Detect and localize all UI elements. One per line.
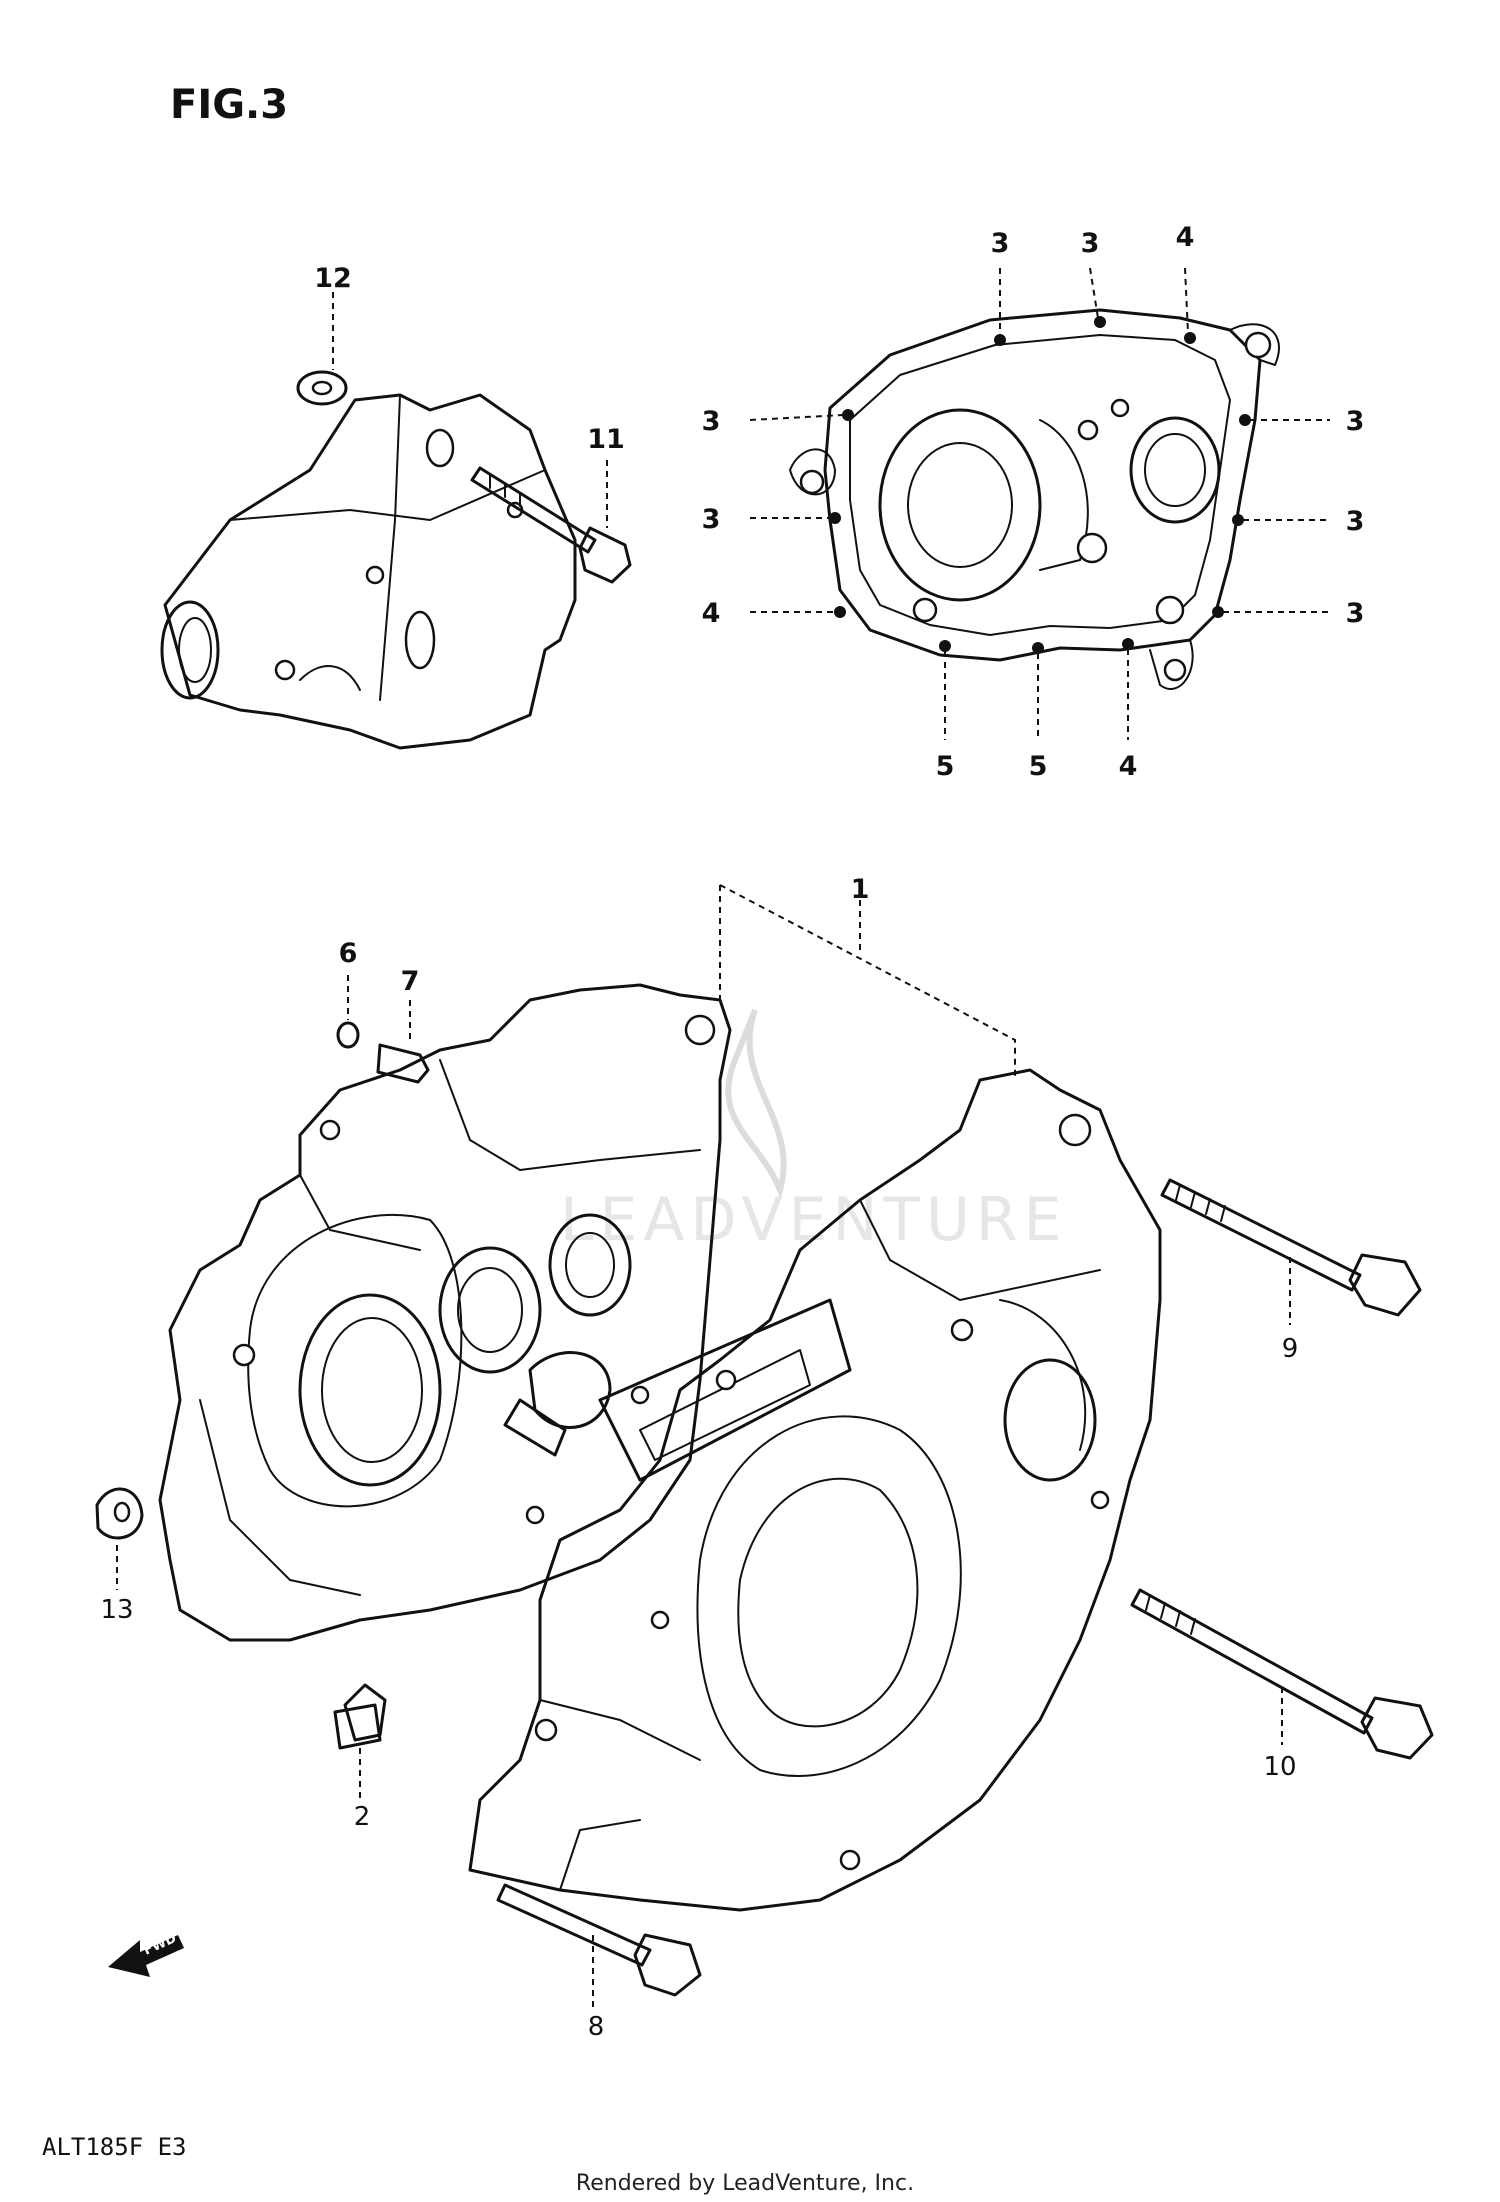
callout-4-bottom: 4 [1119,751,1138,782]
callout-6: 6 [339,938,358,969]
bolt-10 [1130,1588,1434,1760]
callout-1-bracket [719,884,1016,1080]
callout-4-left: 4 [702,598,721,629]
crankcase-right-half [468,1068,1162,1912]
callout-10: 10 [1263,1752,1296,1782]
callout-3-right-1: 3 [1346,406,1365,437]
callout-5-left: 5 [936,751,955,782]
figure-title: FIG.3 [170,82,288,128]
callout-11: 11 [587,424,625,455]
callout-7: 7 [401,966,420,997]
callout-9: 9 [1282,1334,1299,1364]
crankcase-gasket [789,308,1280,690]
callout-1: 1 [851,874,870,905]
callout-3-top-mid: 3 [1081,228,1100,259]
callout-3-left-2: 3 [702,504,721,535]
model-code: ALT185F E3 [42,2133,187,2161]
callout-3-left-1: 3 [702,406,721,437]
gasket-leaders [749,267,1330,740]
callout-5-right: 5 [1029,751,1048,782]
callout-12: 12 [314,263,352,294]
bolt-11 [470,466,632,584]
render-credit: Rendered by LeadVenture, Inc. [576,2171,914,2196]
callout-2: 2 [354,1802,371,1832]
callout-3-right-2: 3 [1346,506,1365,537]
crankcase-left-half [158,983,732,1742]
callout-4-top-right: 4 [1176,222,1195,253]
o-ring-6 [336,975,360,1049]
dowel-pin-2 [333,1703,382,1800]
callout-13: 13 [100,1595,133,1625]
washer-12 [296,370,348,406]
callout-3-right-3: 3 [1346,598,1365,629]
callout-8: 8 [588,2012,605,2042]
fwd-arrow-icon: FWD [108,1931,184,1977]
cap-13 [95,1487,144,1590]
bolt-9 [1160,1178,1422,1325]
watermark-logo: LEADVENTURE [560,1008,1068,1255]
callout-3-top-left: 3 [991,228,1010,259]
fitting-7 [376,1000,430,1084]
bolt-8 [496,1883,702,2010]
crankcase-cover-left [160,393,577,750]
watermark-text: LEADVENTURE [560,1185,1068,1255]
